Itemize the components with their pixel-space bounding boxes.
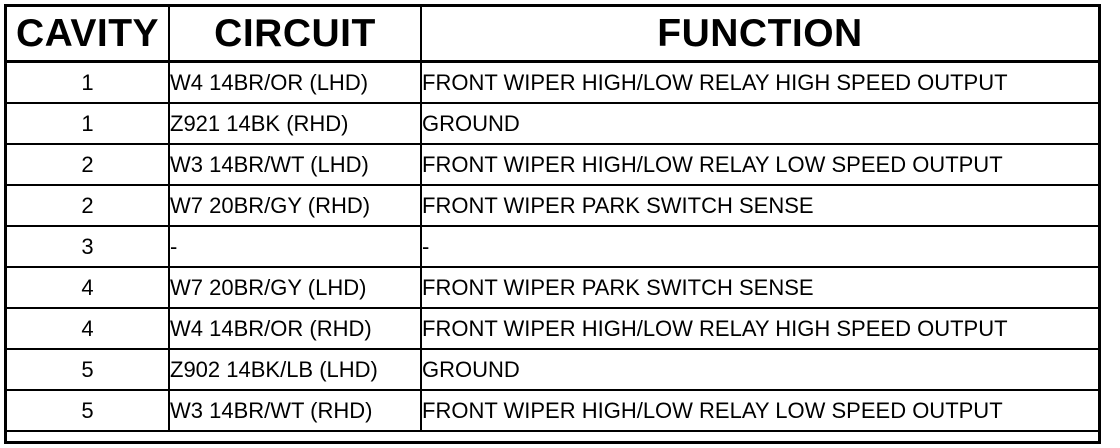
- function-cell: -: [420, 225, 1100, 268]
- circuit-cell: W7 20BR/GY (RHD): [168, 184, 422, 227]
- header-row: CAVITY CIRCUIT FUNCTION: [5, 5, 1100, 63]
- circuit-cell: W3 14BR/WT (LHD): [168, 143, 422, 186]
- cavity-cell: 2: [5, 184, 170, 227]
- cavity-cell: 4: [5, 307, 170, 350]
- cavity-cell: 5: [5, 389, 170, 432]
- circuit-cell: W4 14BR/OR (LHD): [168, 60, 422, 104]
- table-header: CAVITY CIRCUIT FUNCTION: [5, 5, 1100, 63]
- connector-pinout-table: CAVITY CIRCUIT FUNCTION 1 W4 14BR/OR (LH…: [5, 5, 1100, 432]
- circuit-cell: Z902 14BK/LB (LHD): [168, 348, 422, 391]
- table-row: 1 Z921 14BK (RHD) GROUND: [5, 102, 1100, 145]
- table-body: 1 W4 14BR/OR (LHD) FRONT WIPER HIGH/LOW …: [5, 60, 1100, 432]
- circuit-cell: W7 20BR/GY (LHD): [168, 266, 422, 309]
- table-row: 5 W3 14BR/WT (RHD) FRONT WIPER HIGH/LOW …: [5, 389, 1100, 432]
- cavity-cell: 4: [5, 266, 170, 309]
- table-row: 2 W3 14BR/WT (LHD) FRONT WIPER HIGH/LOW …: [5, 143, 1100, 186]
- table-row: 1 W4 14BR/OR (LHD) FRONT WIPER HIGH/LOW …: [5, 60, 1100, 104]
- function-cell: FRONT WIPER PARK SWITCH SENSE: [420, 184, 1100, 227]
- table-row: 5 Z902 14BK/LB (LHD) GROUND: [5, 348, 1100, 391]
- function-cell: FRONT WIPER PARK SWITCH SENSE: [420, 266, 1100, 309]
- table-row: 4 W7 20BR/GY (LHD) FRONT WIPER PARK SWIT…: [5, 266, 1100, 309]
- cavity-cell: 1: [5, 102, 170, 145]
- function-cell: FRONT WIPER HIGH/LOW RELAY HIGH SPEED OU…: [420, 60, 1100, 104]
- cavity-cell: 2: [5, 143, 170, 186]
- table-row: 2 W7 20BR/GY (RHD) FRONT WIPER PARK SWIT…: [5, 184, 1100, 227]
- table-row: 4 W4 14BR/OR (RHD) FRONT WIPER HIGH/LOW …: [5, 307, 1100, 350]
- function-cell: FRONT WIPER HIGH/LOW RELAY LOW SPEED OUT…: [420, 389, 1100, 432]
- cavity-cell: 1: [5, 60, 170, 104]
- circuit-cell: W4 14BR/OR (RHD): [168, 307, 422, 350]
- circuit-cell: Z921 14BK (RHD): [168, 102, 422, 145]
- cavity-cell: 3: [5, 225, 170, 268]
- table-row: 3 - -: [5, 225, 1100, 268]
- header-function: FUNCTION: [420, 5, 1100, 63]
- function-cell: GROUND: [420, 348, 1100, 391]
- circuit-cell: -: [168, 225, 422, 268]
- function-cell: GROUND: [420, 102, 1100, 145]
- header-circuit: CIRCUIT: [168, 5, 422, 63]
- circuit-cell: W3 14BR/WT (RHD): [168, 389, 422, 432]
- function-cell: FRONT WIPER HIGH/LOW RELAY HIGH SPEED OU…: [420, 307, 1100, 350]
- cavity-cell: 5: [5, 348, 170, 391]
- function-cell: FRONT WIPER HIGH/LOW RELAY LOW SPEED OUT…: [420, 143, 1100, 186]
- header-cavity: CAVITY: [5, 5, 170, 63]
